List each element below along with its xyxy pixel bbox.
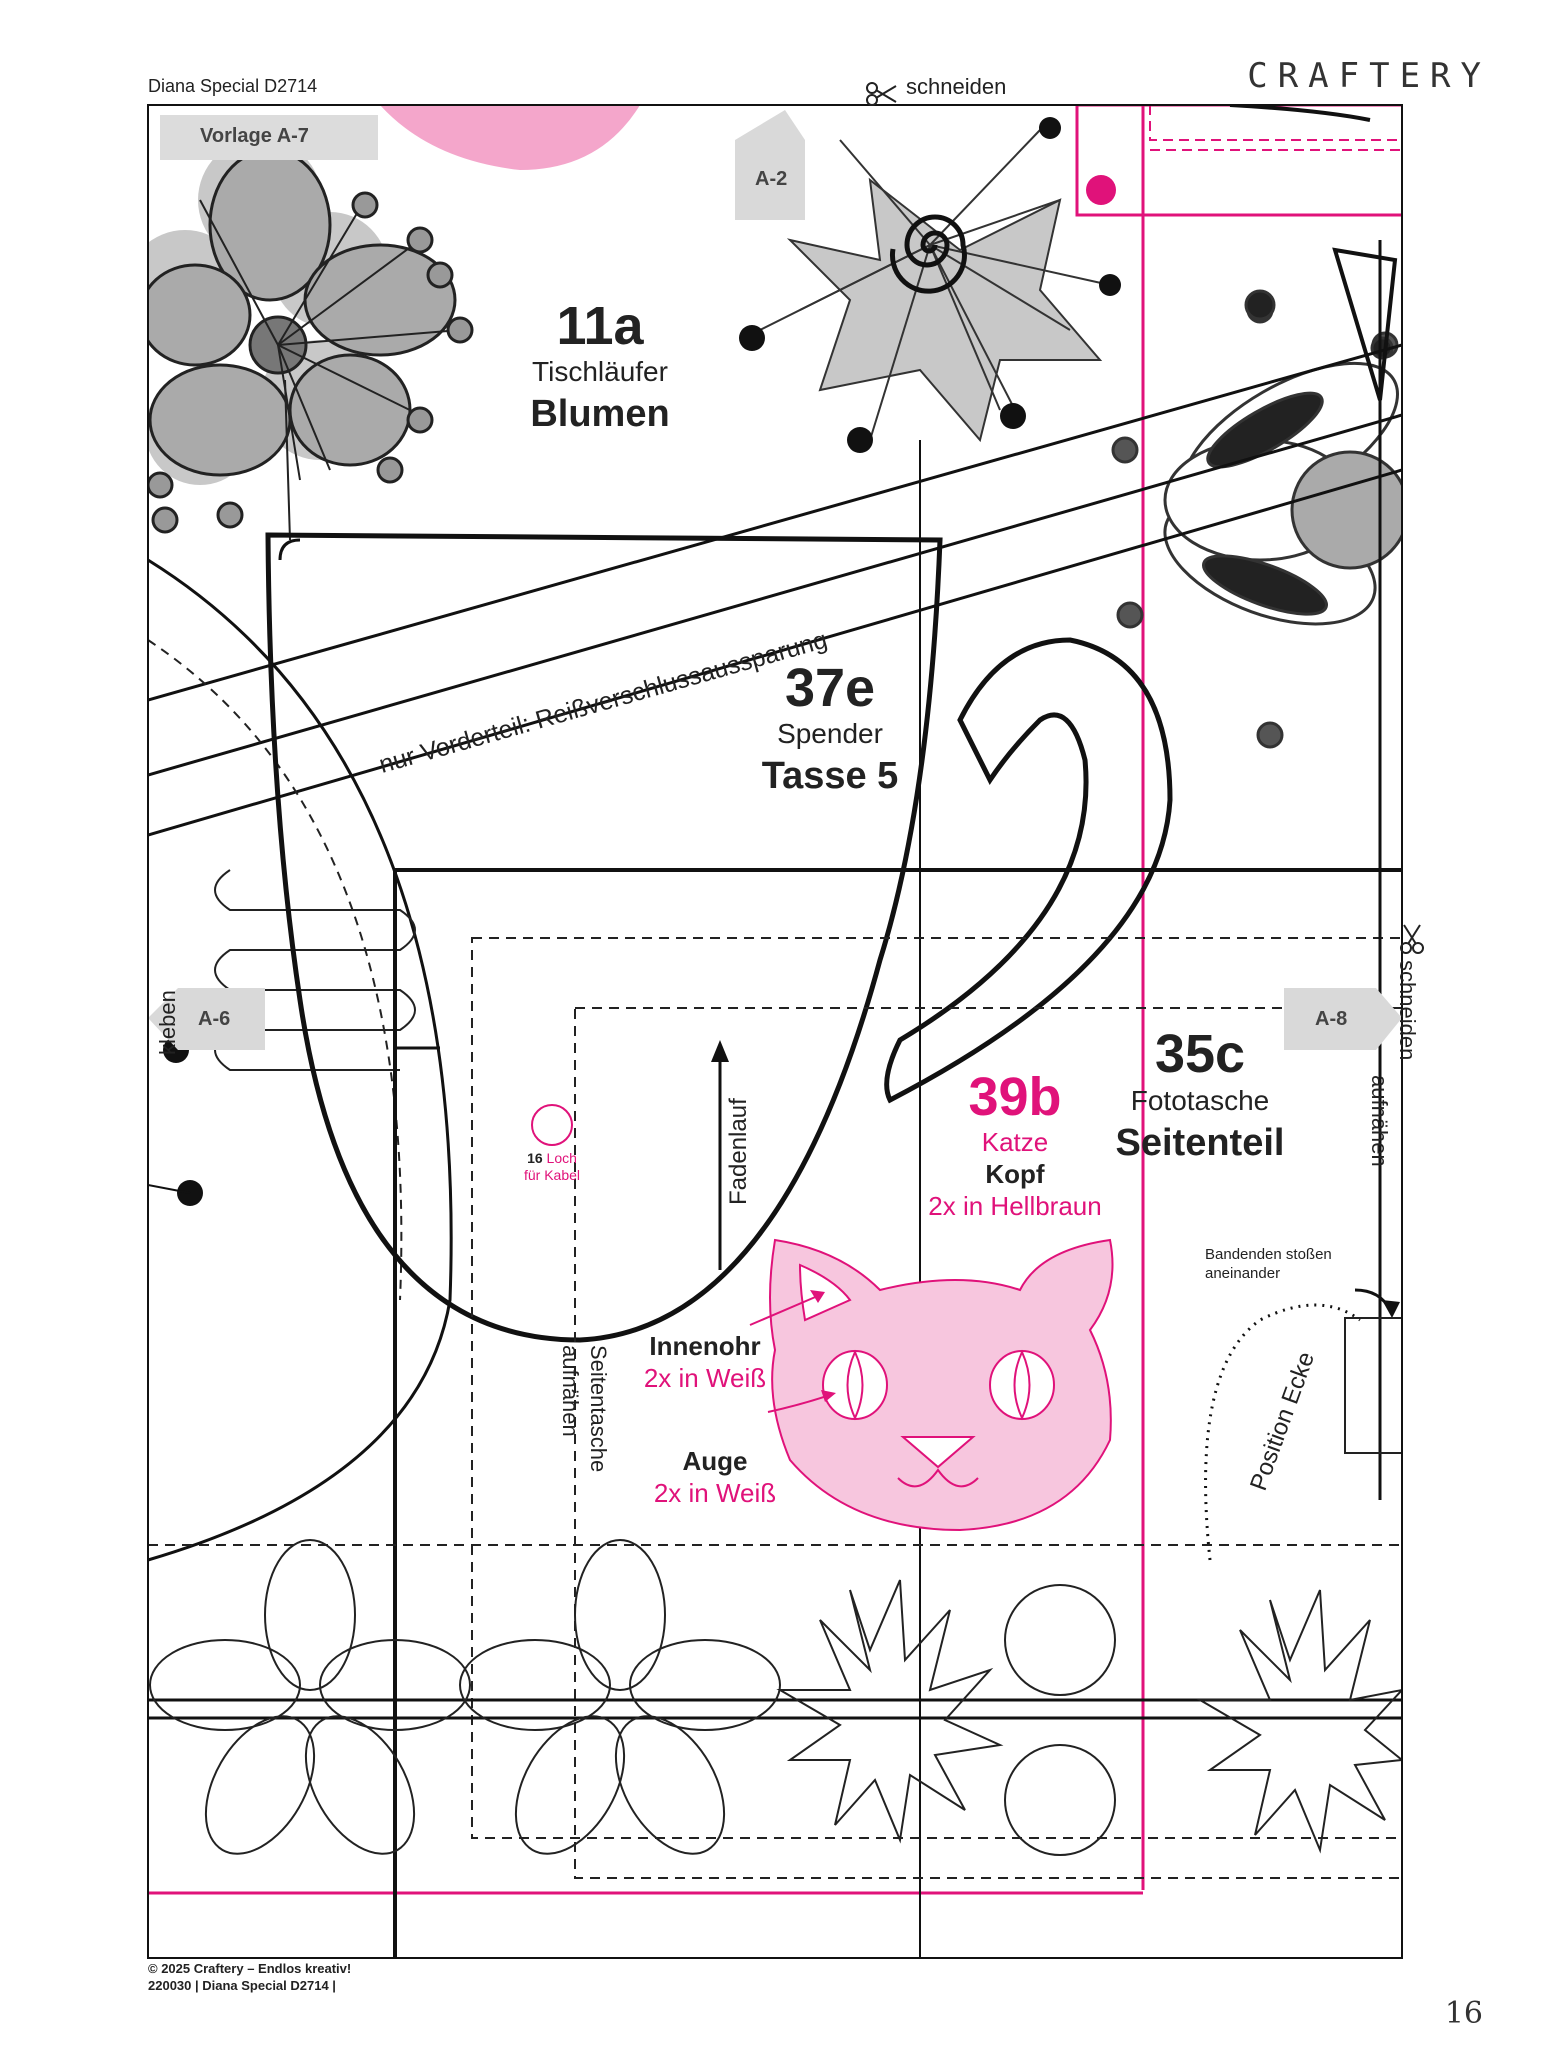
inner-ear-qty: 2x in Weiß — [643, 1363, 767, 1393]
glue-label: kleben — [155, 990, 180, 1055]
hole-word: Loch — [546, 1150, 577, 1166]
tag-shape-a6 — [148, 988, 265, 1050]
footer-copyright: © 2025 Craftery – Endlos kreativ! — [148, 1961, 352, 1976]
pattern-35c-line1: Fototasche — [1130, 1085, 1270, 1116]
pattern-39b-line2: Kopf — [985, 1159, 1045, 1189]
footer: © 2025 Craftery – Endlos kreativ! 220030… — [148, 1960, 351, 1994]
connector-a8: A-8 — [1315, 1008, 1348, 1030]
pink-petal-shape — [380, 105, 640, 170]
flower-top-left — [148, 138, 474, 541]
pattern-35c-number: 35c — [1154, 1024, 1246, 1084]
band-note-line1: Bandenden stoßen — [1205, 1246, 1332, 1263]
tag-shape-a2 — [735, 110, 805, 220]
template-label-box — [160, 115, 378, 160]
pattern-39b-number: 39b — [968, 1067, 1062, 1127]
pattern-11a-line1: Tischläufer — [532, 356, 668, 387]
cable-hole — [531, 1104, 573, 1146]
tag-shape-a8 — [1284, 988, 1402, 1050]
flower-spiral — [739, 117, 1121, 453]
side-pocket-line1: Seitentasche — [586, 1345, 611, 1473]
pattern-37e-line2: Tasse 5 — [761, 755, 899, 797]
grain-label: Fadenlauf — [725, 1098, 752, 1205]
side-pocket-note: Seitentasche aufnähen — [556, 1345, 612, 1472]
pattern-39b-line3: 2x in Hellbraun — [928, 1191, 1102, 1221]
pattern-35c-line2: Seitenteil — [1115, 1122, 1285, 1164]
cut-label-top: schneiden — [906, 74, 1007, 99]
pattern-11a-line2: Blumen — [530, 393, 670, 435]
scissors-icon — [1400, 924, 1424, 954]
hole-number: 16 — [527, 1150, 543, 1166]
cat-head — [749, 1238, 1114, 1532]
cut-label-right: schneiden — [1395, 960, 1420, 1061]
flower-right — [1111, 289, 1402, 749]
eye-label: Auge — [682, 1446, 748, 1476]
zipper-lines — [148, 343, 1402, 837]
bottom-flowers — [149, 1539, 1402, 1856]
cup-outline — [265, 532, 943, 1343]
band-note-line2: aneinander — [1205, 1265, 1281, 1282]
pattern-39b-line1: Katze — [981, 1127, 1049, 1157]
cup-handle — [884, 637, 1173, 1104]
footer-issue: 220030 | Diana Special D2714 | — [148, 1978, 336, 1993]
connector-a6: A-6 — [198, 1008, 231, 1030]
hole-line2: für Kabel — [523, 1167, 581, 1183]
page-number: 16 — [1444, 1996, 1483, 2031]
brand-logo: CRAFTERY — [1247, 56, 1491, 96]
band-note: Bandenden stoßen aneinander — [1205, 1245, 1332, 1283]
eye-qty: 2x in Weiß — [653, 1478, 777, 1508]
scissors-icon — [866, 82, 897, 106]
connector-a2: A-2 — [755, 168, 788, 190]
sew-label-right: aufnähen — [1367, 1075, 1392, 1167]
pattern-37e-number: 37e — [784, 658, 876, 718]
template-label: Vorlage A-7 — [200, 125, 309, 147]
side-pocket-line2: aufnähen — [558, 1345, 583, 1437]
pattern-11a-number: 11a — [556, 296, 644, 356]
inner-ear-label: Innenohr — [649, 1331, 761, 1361]
pattern-37e-line1: Spender — [777, 718, 883, 749]
header-title: Diana Special D2714 — [148, 76, 318, 96]
